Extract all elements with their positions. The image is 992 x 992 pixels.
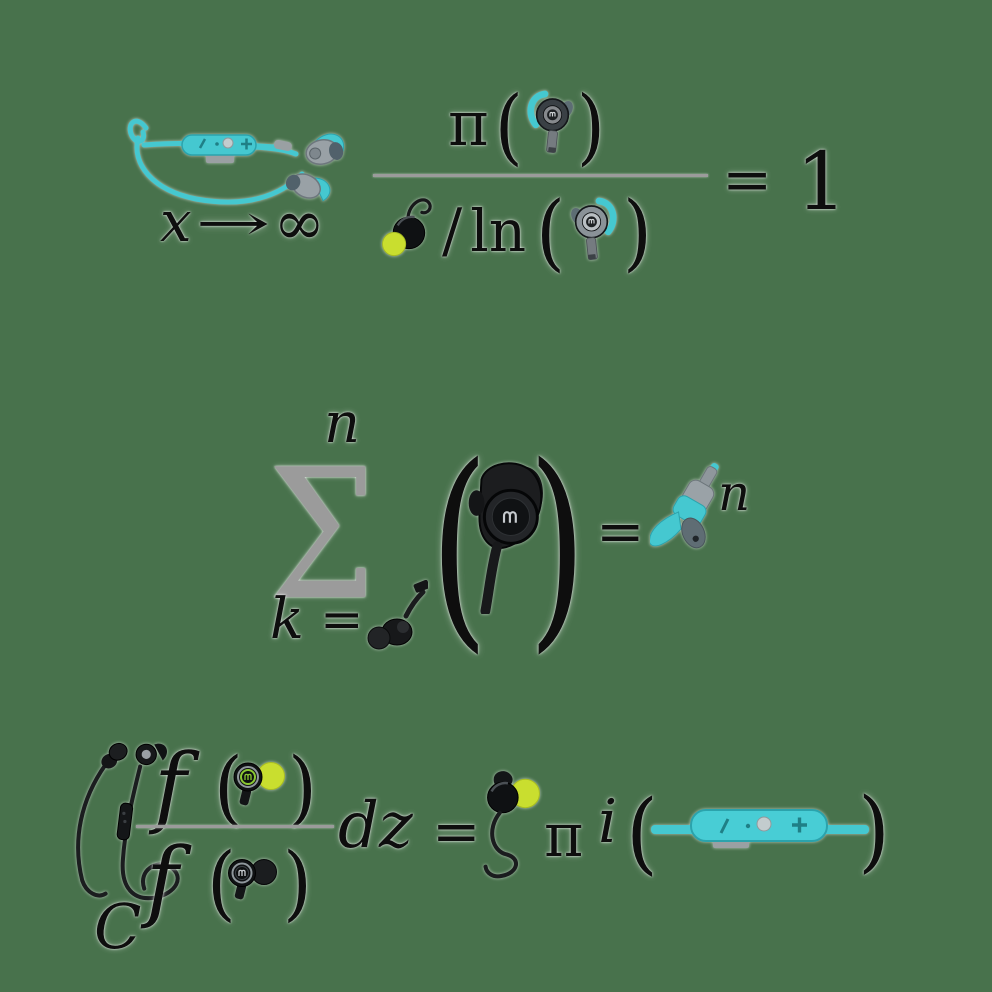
pi-symbol: π bbox=[448, 87, 489, 160]
integral-fraction-bar bbox=[136, 825, 334, 828]
contour-label: C bbox=[94, 890, 142, 963]
close-paren: ) bbox=[283, 835, 312, 931]
sum-index: k bbox=[270, 587, 304, 652]
contour-cable-earbuds-icon bbox=[76, 742, 180, 901]
small-black-earbud-icon bbox=[367, 580, 428, 650]
infinity-symbol: ∞ bbox=[273, 186, 326, 259]
close-paren: ) bbox=[858, 780, 890, 883]
limit-result: 1 bbox=[796, 135, 847, 228]
open-paren: ( bbox=[626, 782, 658, 885]
sum-exponent: n bbox=[718, 464, 751, 522]
teal-sport-earbud-icon bbox=[650, 462, 719, 549]
sum-upper-bound: n bbox=[324, 391, 361, 456]
large-black-earbud-icon bbox=[468, 462, 543, 614]
integral-denominator-f: f bbox=[146, 828, 179, 931]
teal-inline-remote-icon bbox=[651, 809, 869, 848]
limit-arrow: → bbox=[194, 194, 271, 252]
pi-symbol: π bbox=[544, 801, 584, 871]
s-cable-earbud-icon bbox=[483, 771, 540, 879]
integral-numerator-f: f bbox=[154, 734, 187, 837]
sigma-symbol: Σ bbox=[268, 430, 376, 640]
open-paren: ( bbox=[494, 77, 523, 174]
integral-equals: = bbox=[432, 797, 481, 865]
hook-earbud-icon bbox=[571, 197, 617, 260]
green-ring-earbud-icon bbox=[233, 762, 285, 806]
sum-lower-equals: = bbox=[319, 590, 364, 650]
close-paren: ) bbox=[623, 184, 652, 281]
sum-lower-bound: k = bbox=[270, 592, 364, 648]
slash: / bbox=[442, 196, 463, 266]
sum-open-paren: ( bbox=[430, 420, 489, 673]
sum-equals: = bbox=[596, 497, 645, 565]
open-paren: ( bbox=[536, 184, 565, 281]
limit-fraction-bar bbox=[373, 174, 708, 177]
close-paren: ) bbox=[576, 77, 605, 174]
close-paren: ) bbox=[288, 740, 317, 836]
sum-close-paren: ) bbox=[528, 420, 587, 673]
limit-numerator: π ( ) bbox=[448, 84, 605, 167]
differential-dz: dz bbox=[338, 789, 413, 863]
remote-clip bbox=[206, 155, 234, 163]
limit-denominator: / ln ( ) bbox=[382, 186, 652, 276]
open-paren: ( bbox=[214, 740, 243, 836]
imaginary-unit: i bbox=[598, 787, 618, 857]
neckband-earbuds-icon bbox=[127, 118, 345, 205]
ln-label: ln bbox=[470, 197, 527, 265]
yellow-tip-earbud-icon bbox=[382, 198, 432, 257]
inline-remote bbox=[181, 134, 257, 156]
chrome-ring-earbud-icon bbox=[228, 859, 277, 900]
limit-variable: x bbox=[160, 190, 192, 255]
limit-equals: = bbox=[722, 145, 773, 215]
limit-subscript: x → ∞ bbox=[160, 192, 325, 254]
open-paren: ( bbox=[207, 835, 236, 931]
hook-earbud-icon bbox=[527, 90, 573, 153]
